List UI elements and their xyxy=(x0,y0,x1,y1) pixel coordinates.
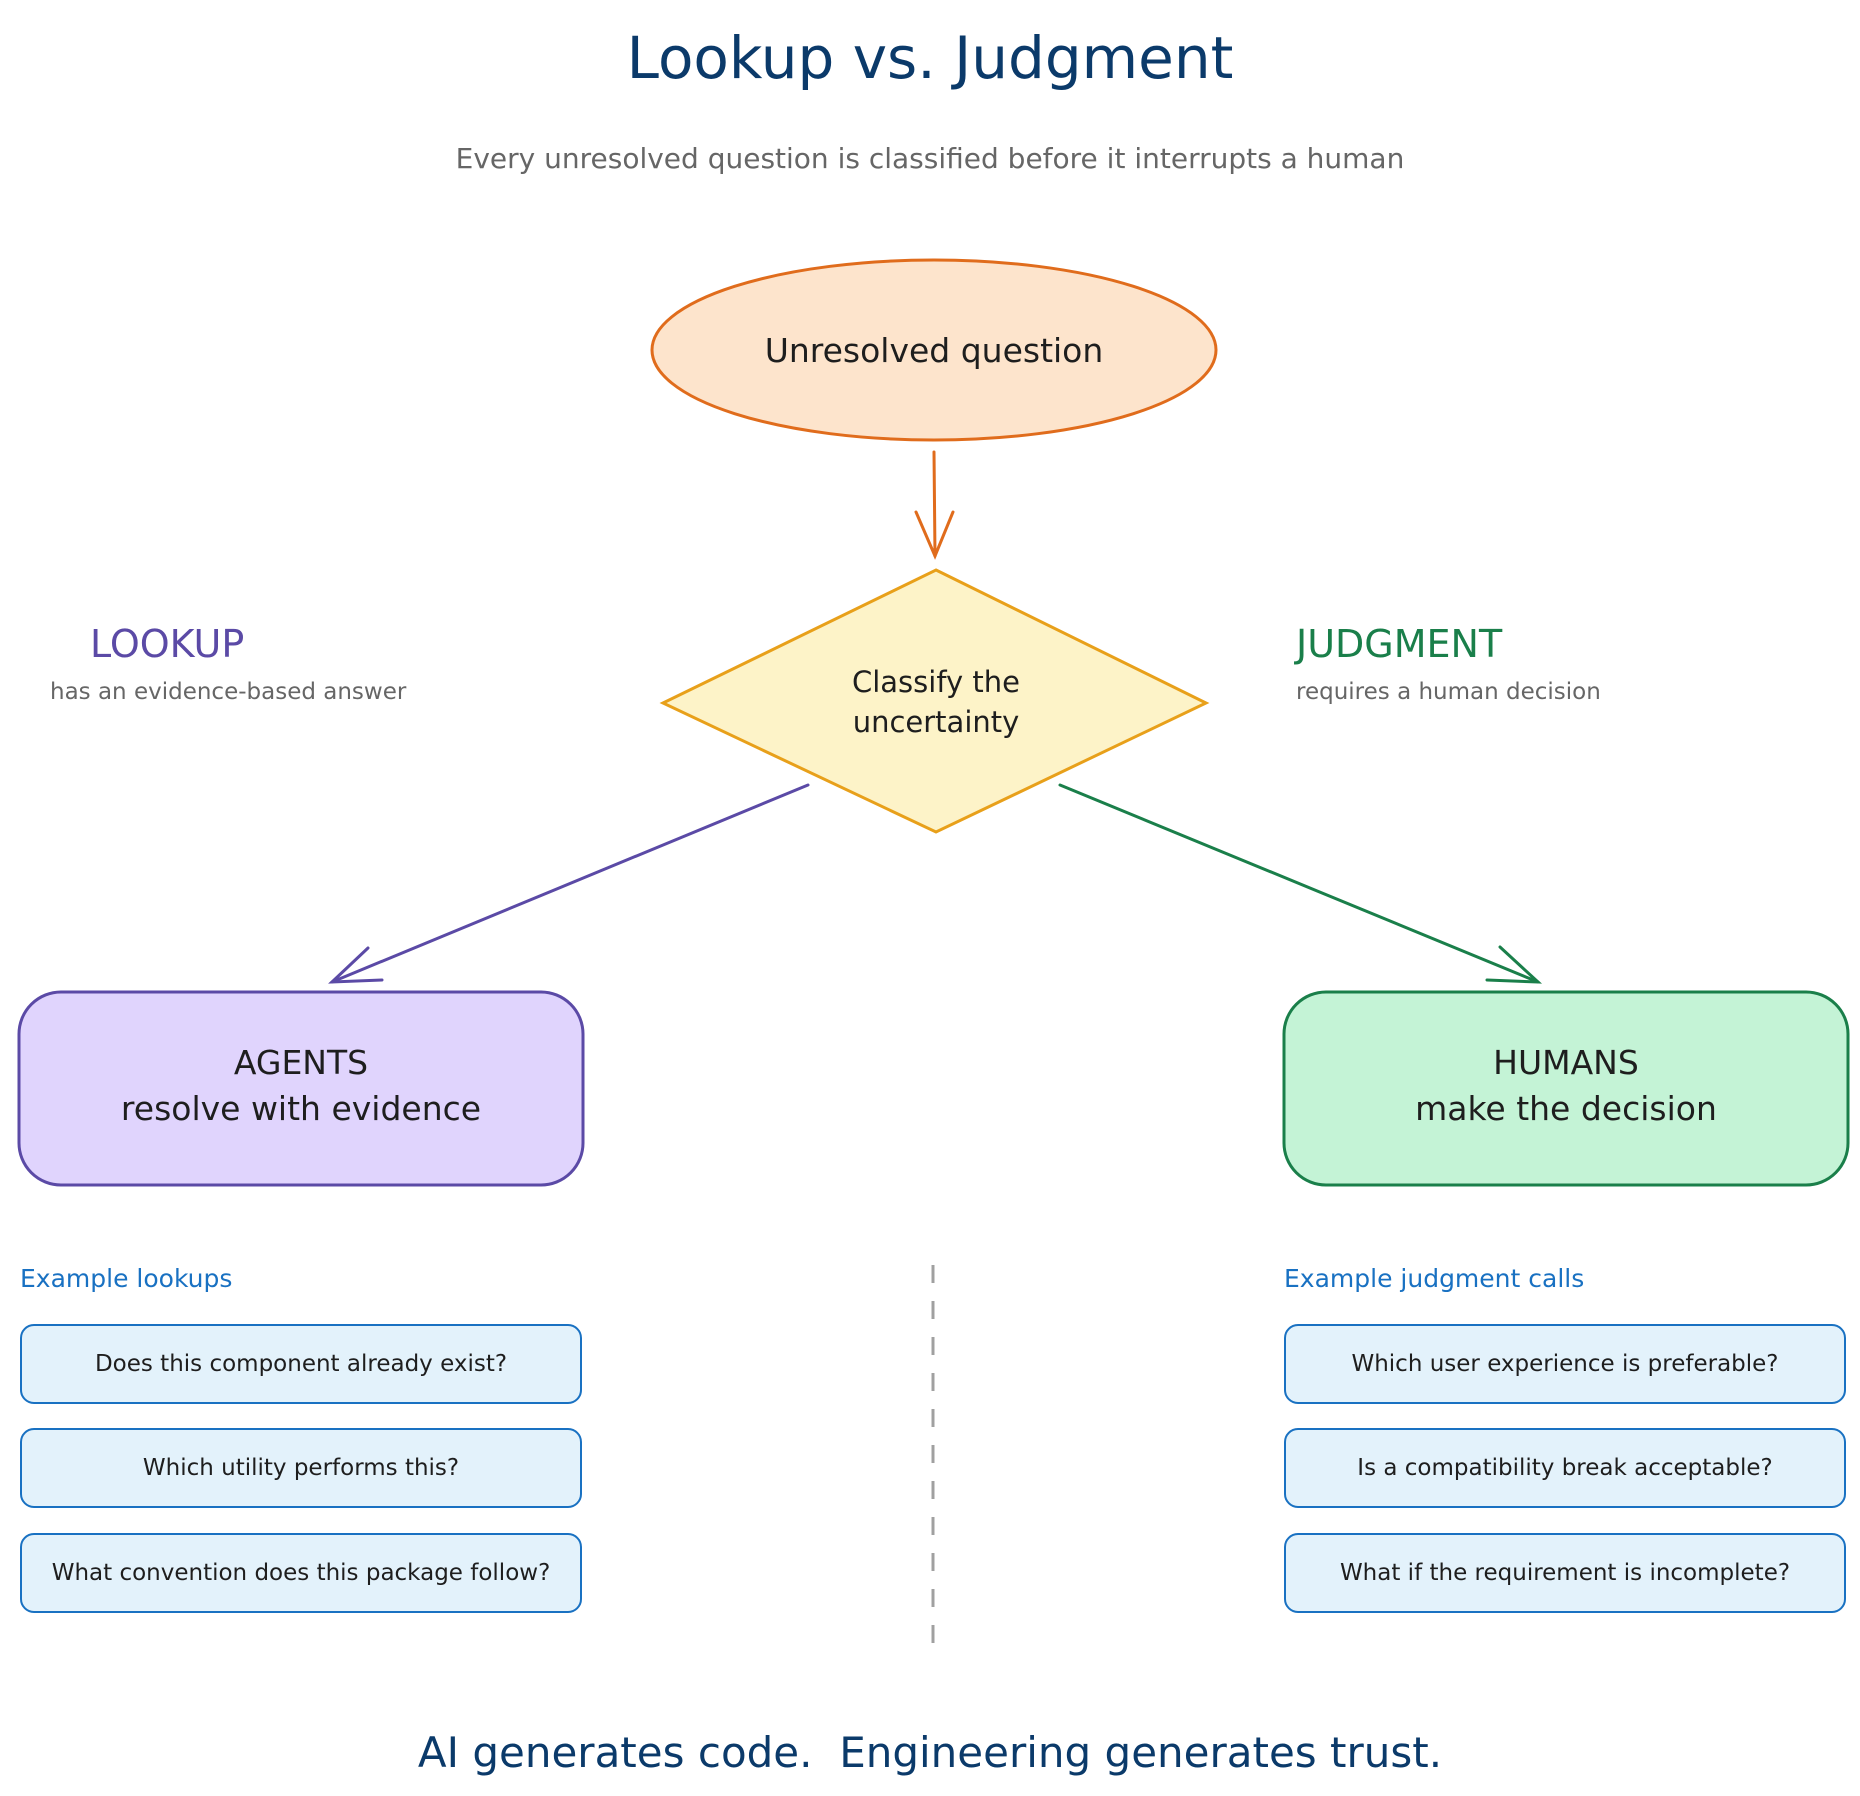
example-judgment-item: Which user experience is preferable? xyxy=(1284,1324,1846,1404)
judgment-branch-title: JUDGMENT xyxy=(1296,622,1503,666)
humans-line-2: make the decision xyxy=(1415,1089,1717,1128)
start-node-label: Unresolved question xyxy=(764,330,1104,370)
arrow-start-to-decision xyxy=(914,450,955,560)
decision-line-1: Classify the xyxy=(851,665,1021,699)
agents-line-2: resolve with evidence xyxy=(120,1089,482,1128)
example-judgments-heading: Example judgment calls xyxy=(1284,1264,1585,1293)
judgment-branch-subtitle: requires a human decision xyxy=(1296,679,1601,705)
decision-node-shape xyxy=(659,568,1210,834)
footer-tagline: AI generates code. Engineering generates… xyxy=(417,1728,1443,1777)
decision-line-2: uncertainty xyxy=(852,705,1020,739)
humans-line-1: HUMANS xyxy=(1493,1043,1639,1082)
arrow-to-agents xyxy=(328,783,810,984)
page-subtitle: Every unresolved question is classified … xyxy=(455,142,1405,175)
agents-box-shape xyxy=(17,990,585,1187)
lookup-branch-subtitle: has an evidence-based answer xyxy=(50,679,407,705)
example-lookup-item: What convention does this package follow… xyxy=(20,1533,582,1613)
humans-box-label: HUMANS make the decision xyxy=(1284,1040,1848,1132)
example-lookups-heading: Example lookups xyxy=(20,1264,233,1293)
example-lookup-item: Does this component already exist? xyxy=(20,1324,582,1404)
lookup-branch-title: LOOKUP xyxy=(90,622,245,666)
humans-box-shape xyxy=(1282,990,1850,1187)
start-node-shape xyxy=(650,258,1218,442)
decision-node-label: Classify the uncertainty xyxy=(786,662,1086,742)
example-judgment-item: Is a compatibility break acceptable? xyxy=(1284,1428,1846,1508)
arrow-to-humans xyxy=(1058,783,1543,984)
page-title: Lookup vs. Judgment xyxy=(626,24,1234,92)
example-judgment-item: What if the requirement is incomplete? xyxy=(1284,1533,1846,1613)
agents-line-1: AGENTS xyxy=(233,1043,369,1082)
example-lookup-item: Which utility performs this? xyxy=(20,1428,582,1508)
agents-box-label: AGENTS resolve with evidence xyxy=(19,1040,583,1132)
